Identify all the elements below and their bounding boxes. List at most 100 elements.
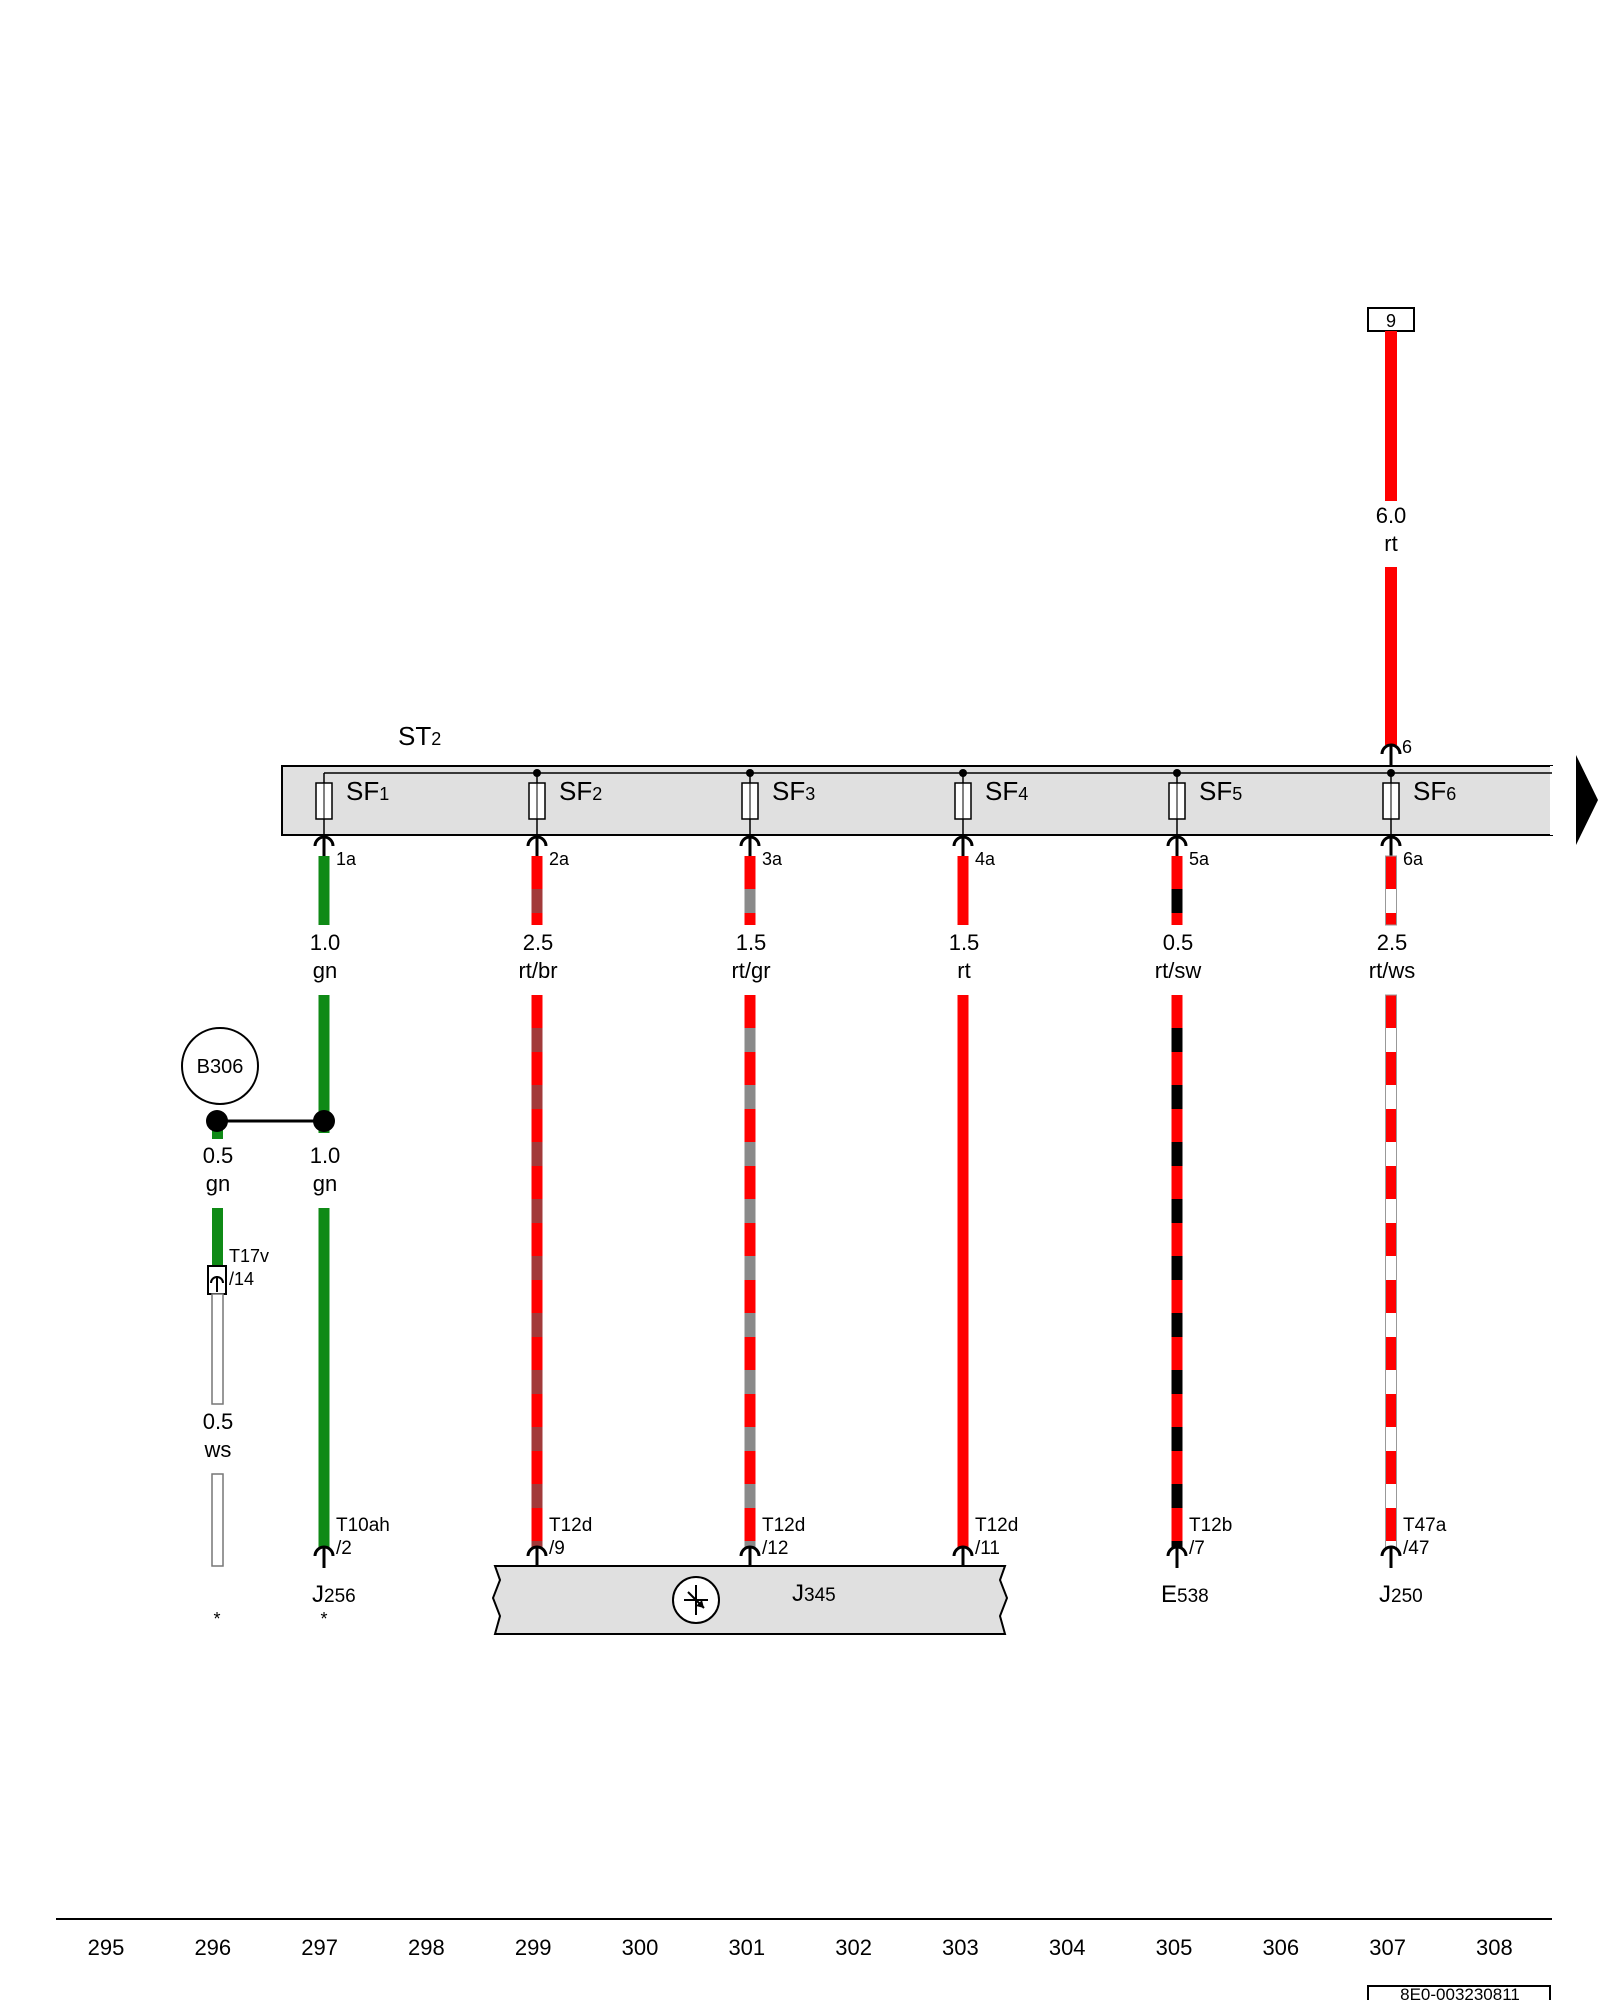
grid-number-306: 306 <box>1262 1935 1299 1960</box>
grid-number-299: 299 <box>515 1935 552 1960</box>
bottom-pin <box>526 1545 548 1568</box>
wire-4-lower <box>957 995 969 1548</box>
fuse-label: SF5 <box>1199 776 1242 806</box>
wire-size-label: 1.0 <box>310 930 341 955</box>
top-connector-label: 9 <box>1386 311 1396 331</box>
fuse-label: SF1 <box>346 776 389 806</box>
grid-number-302: 302 <box>835 1935 872 1960</box>
fuse-output-pin <box>313 835 335 858</box>
grid-number-296: 296 <box>194 1935 231 1960</box>
fuse-carrier-label: ST2 <box>398 721 441 751</box>
connector-t17v-name: T17v <box>229 1246 269 1266</box>
fuse-output-pin-label: 6a <box>1403 849 1424 869</box>
white-wire-size: 0.5 <box>203 1409 234 1434</box>
wire-5-lower <box>1171 995 1183 1548</box>
fuse-output-pin <box>952 835 974 858</box>
bottom-connector-pin: /12 <box>762 1538 788 1559</box>
wire-color-code: rt/gr <box>731 958 770 983</box>
splice-branch-wire <box>212 1208 223 1266</box>
doc-id-box <box>1367 1985 1551 2000</box>
wire-color-code: rt <box>957 958 970 983</box>
bottom-pin <box>313 1545 335 1568</box>
ground-symbol-icon <box>672 1576 720 1624</box>
bottom-connector-pin: /7 <box>1189 1538 1205 1559</box>
white-wire-lower <box>211 1473 224 1567</box>
fuse-sf6: SF6 6a <box>1380 769 1456 869</box>
bottom-connector-name: T47a <box>1403 1515 1447 1536</box>
white-wire-upper <box>211 1293 224 1405</box>
bottom-connector-name: T12d <box>975 1515 1018 1536</box>
bottom-connector-pin: /9 <box>549 1538 565 1559</box>
bottom-connector-name: T12d <box>549 1515 592 1536</box>
white-wire-code: ws <box>204 1437 232 1462</box>
top-wire <box>1385 331 1397 501</box>
grid-number-307: 307 <box>1369 1935 1406 1960</box>
grid-number-297: 297 <box>301 1935 338 1960</box>
connector-t17v-pin: /14 <box>229 1269 254 1289</box>
grid-number-308: 308 <box>1476 1935 1513 1960</box>
grid-number-295: 295 <box>88 1935 125 1960</box>
splice-main-code: gn <box>313 1171 337 1196</box>
fuse-output-pin <box>526 835 548 858</box>
grid-number-305: 305 <box>1156 1935 1193 1960</box>
wire-1-upper <box>318 856 330 925</box>
bottom-connector-pin: /2 <box>336 1538 352 1559</box>
wire-group: 1.0gnT10ah/22.5rt/brT12d/91.5rt/grT12d/1… <box>310 855 1447 1568</box>
grid-number-298: 298 <box>408 1935 445 1960</box>
wire-size-label: 1.5 <box>949 930 980 955</box>
grid-number-303: 303 <box>942 1935 979 1960</box>
bottom-connector-name: T10ah <box>336 1515 390 1536</box>
splice-label: B306 <box>197 1056 244 1078</box>
bottom-connector-name: T12b <box>1189 1515 1232 1536</box>
continuation-arrow-icon <box>1576 755 1598 845</box>
wire-3-upper <box>744 856 756 925</box>
fuse-output-pin <box>1380 835 1402 858</box>
top-wire-lower <box>1385 567 1397 745</box>
label-gap <box>318 1133 331 1208</box>
component-j250-label: J250 <box>1379 1581 1423 1608</box>
fuse-sf5: SF5 5a <box>1166 769 1242 869</box>
wire-2-lower <box>531 995 543 1548</box>
wire-6-upper <box>1385 855 1397 926</box>
splice-node-right <box>313 1110 335 1132</box>
wire-2-upper <box>531 856 543 925</box>
fuse-label: SF4 <box>985 776 1028 806</box>
fuse-output-pin-label: 1a <box>336 849 357 869</box>
bottom-pin <box>1380 1545 1402 1568</box>
grid-number-300: 300 <box>622 1935 659 1960</box>
splice-branch-code: gn <box>206 1171 230 1196</box>
bottom-pin <box>1166 1545 1188 1568</box>
splice-branch-size: 0.5 <box>203 1143 234 1168</box>
top-connector-9: 9 <box>1367 307 1415 332</box>
fuse-sf1: SF1 1a <box>313 776 389 869</box>
component-e538-label: E538 <box>1161 1581 1209 1608</box>
bottom-connector-pin: /11 <box>975 1538 1000 1559</box>
doc-id: 8E0-003230811 <box>1400 1985 1520 2000</box>
wire-color-code: rt/ws <box>1369 958 1415 983</box>
fuse-output-pin <box>1166 835 1188 858</box>
control-unit-j345 <box>491 1565 1009 1635</box>
component-j345-label: J345 <box>792 1580 836 1607</box>
left-note-asterisk: * <box>213 1609 220 1629</box>
bottom-connector-name: T12d <box>762 1515 805 1536</box>
fuse-label: SF3 <box>772 776 815 806</box>
bottom-pin <box>739 1545 761 1568</box>
wire-3-lower <box>744 995 756 1548</box>
wire-color-code: rt/br <box>518 958 557 983</box>
splice-node-left <box>206 1110 228 1132</box>
top-wire-size: 6.0 <box>1376 503 1407 528</box>
top-pin-label: 6 <box>1402 737 1412 757</box>
wire-1-lower <box>318 995 330 1548</box>
wire-6-lower <box>1385 994 1397 1549</box>
wire-size-label: 0.5 <box>1163 930 1194 955</box>
wire-4-upper <box>957 856 969 925</box>
fuse-output-pin-label: 5a <box>1189 849 1210 869</box>
wire-5-upper <box>1171 856 1183 925</box>
top-wire-color-code: rt <box>1384 531 1397 556</box>
fuse-label: SF6 <box>1413 776 1456 806</box>
